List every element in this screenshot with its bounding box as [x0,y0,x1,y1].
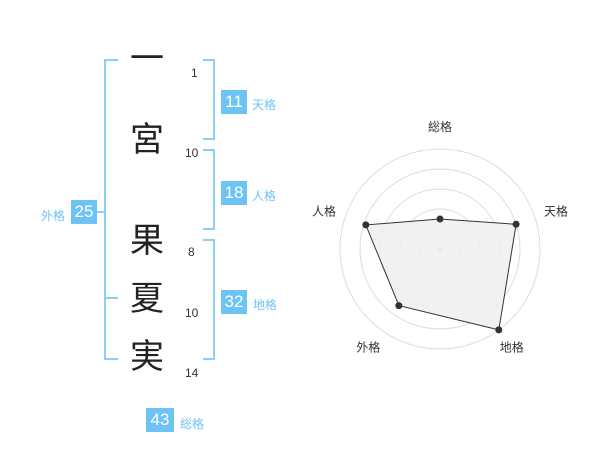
radar-axis-label-3: 地格 [500,340,524,355]
gaikaku-bracket-divider [104,297,118,299]
radar-point-2 [512,220,520,228]
tenkaku-bracket [203,59,215,140]
jinkaku-label: 人格 [252,189,277,203]
gaikaku-value: 25 [71,200,97,224]
jinkaku-value: 18 [221,181,247,205]
chikaku-value: 32 [221,290,247,314]
stroke-count-4: 10 [185,306,199,320]
radar-axis-label-5: 人格 [312,203,336,218]
name-char-5: 実 [130,337,164,377]
stroke-count-3: 8 [188,245,195,259]
gaikaku-bracket [104,59,118,360]
radar-points [362,215,520,334]
radar-point-5 [362,221,370,229]
radar-ring [339,148,541,350]
gaikaku-bracket-connector [96,211,106,213]
stroke-count-1: 1 [191,66,198,80]
soukaku-label: 総格 [180,417,205,431]
radar-axis-label-1: 総格 [428,119,452,134]
name-char-2: 宮 [130,120,164,160]
radar-point-3 [495,326,503,334]
radar-ring [359,168,521,330]
soukaku-value: 43 [146,408,174,432]
jinkaku-bracket [203,149,215,230]
radar-axis-label-2: 天格 [544,203,568,218]
tenkaku-value: 11 [221,90,247,114]
chikaku-label: 地格 [253,298,278,312]
radar-point-1 [436,215,444,223]
gaikaku-label: 外格 [41,209,66,223]
radar-point-4 [395,302,403,310]
chikaku-bracket [203,239,215,360]
radar-axis-label-4: 外格 [356,340,380,355]
name-char-4: 夏 [130,279,164,319]
name-char-1: 一 [130,39,164,79]
stroke-count-2: 10 [185,146,199,160]
stroke-count-5: 14 [185,366,199,380]
name-char-3: 果 [130,221,164,261]
radar-area [365,218,517,331]
tenkaku-label: 天格 [252,98,277,112]
